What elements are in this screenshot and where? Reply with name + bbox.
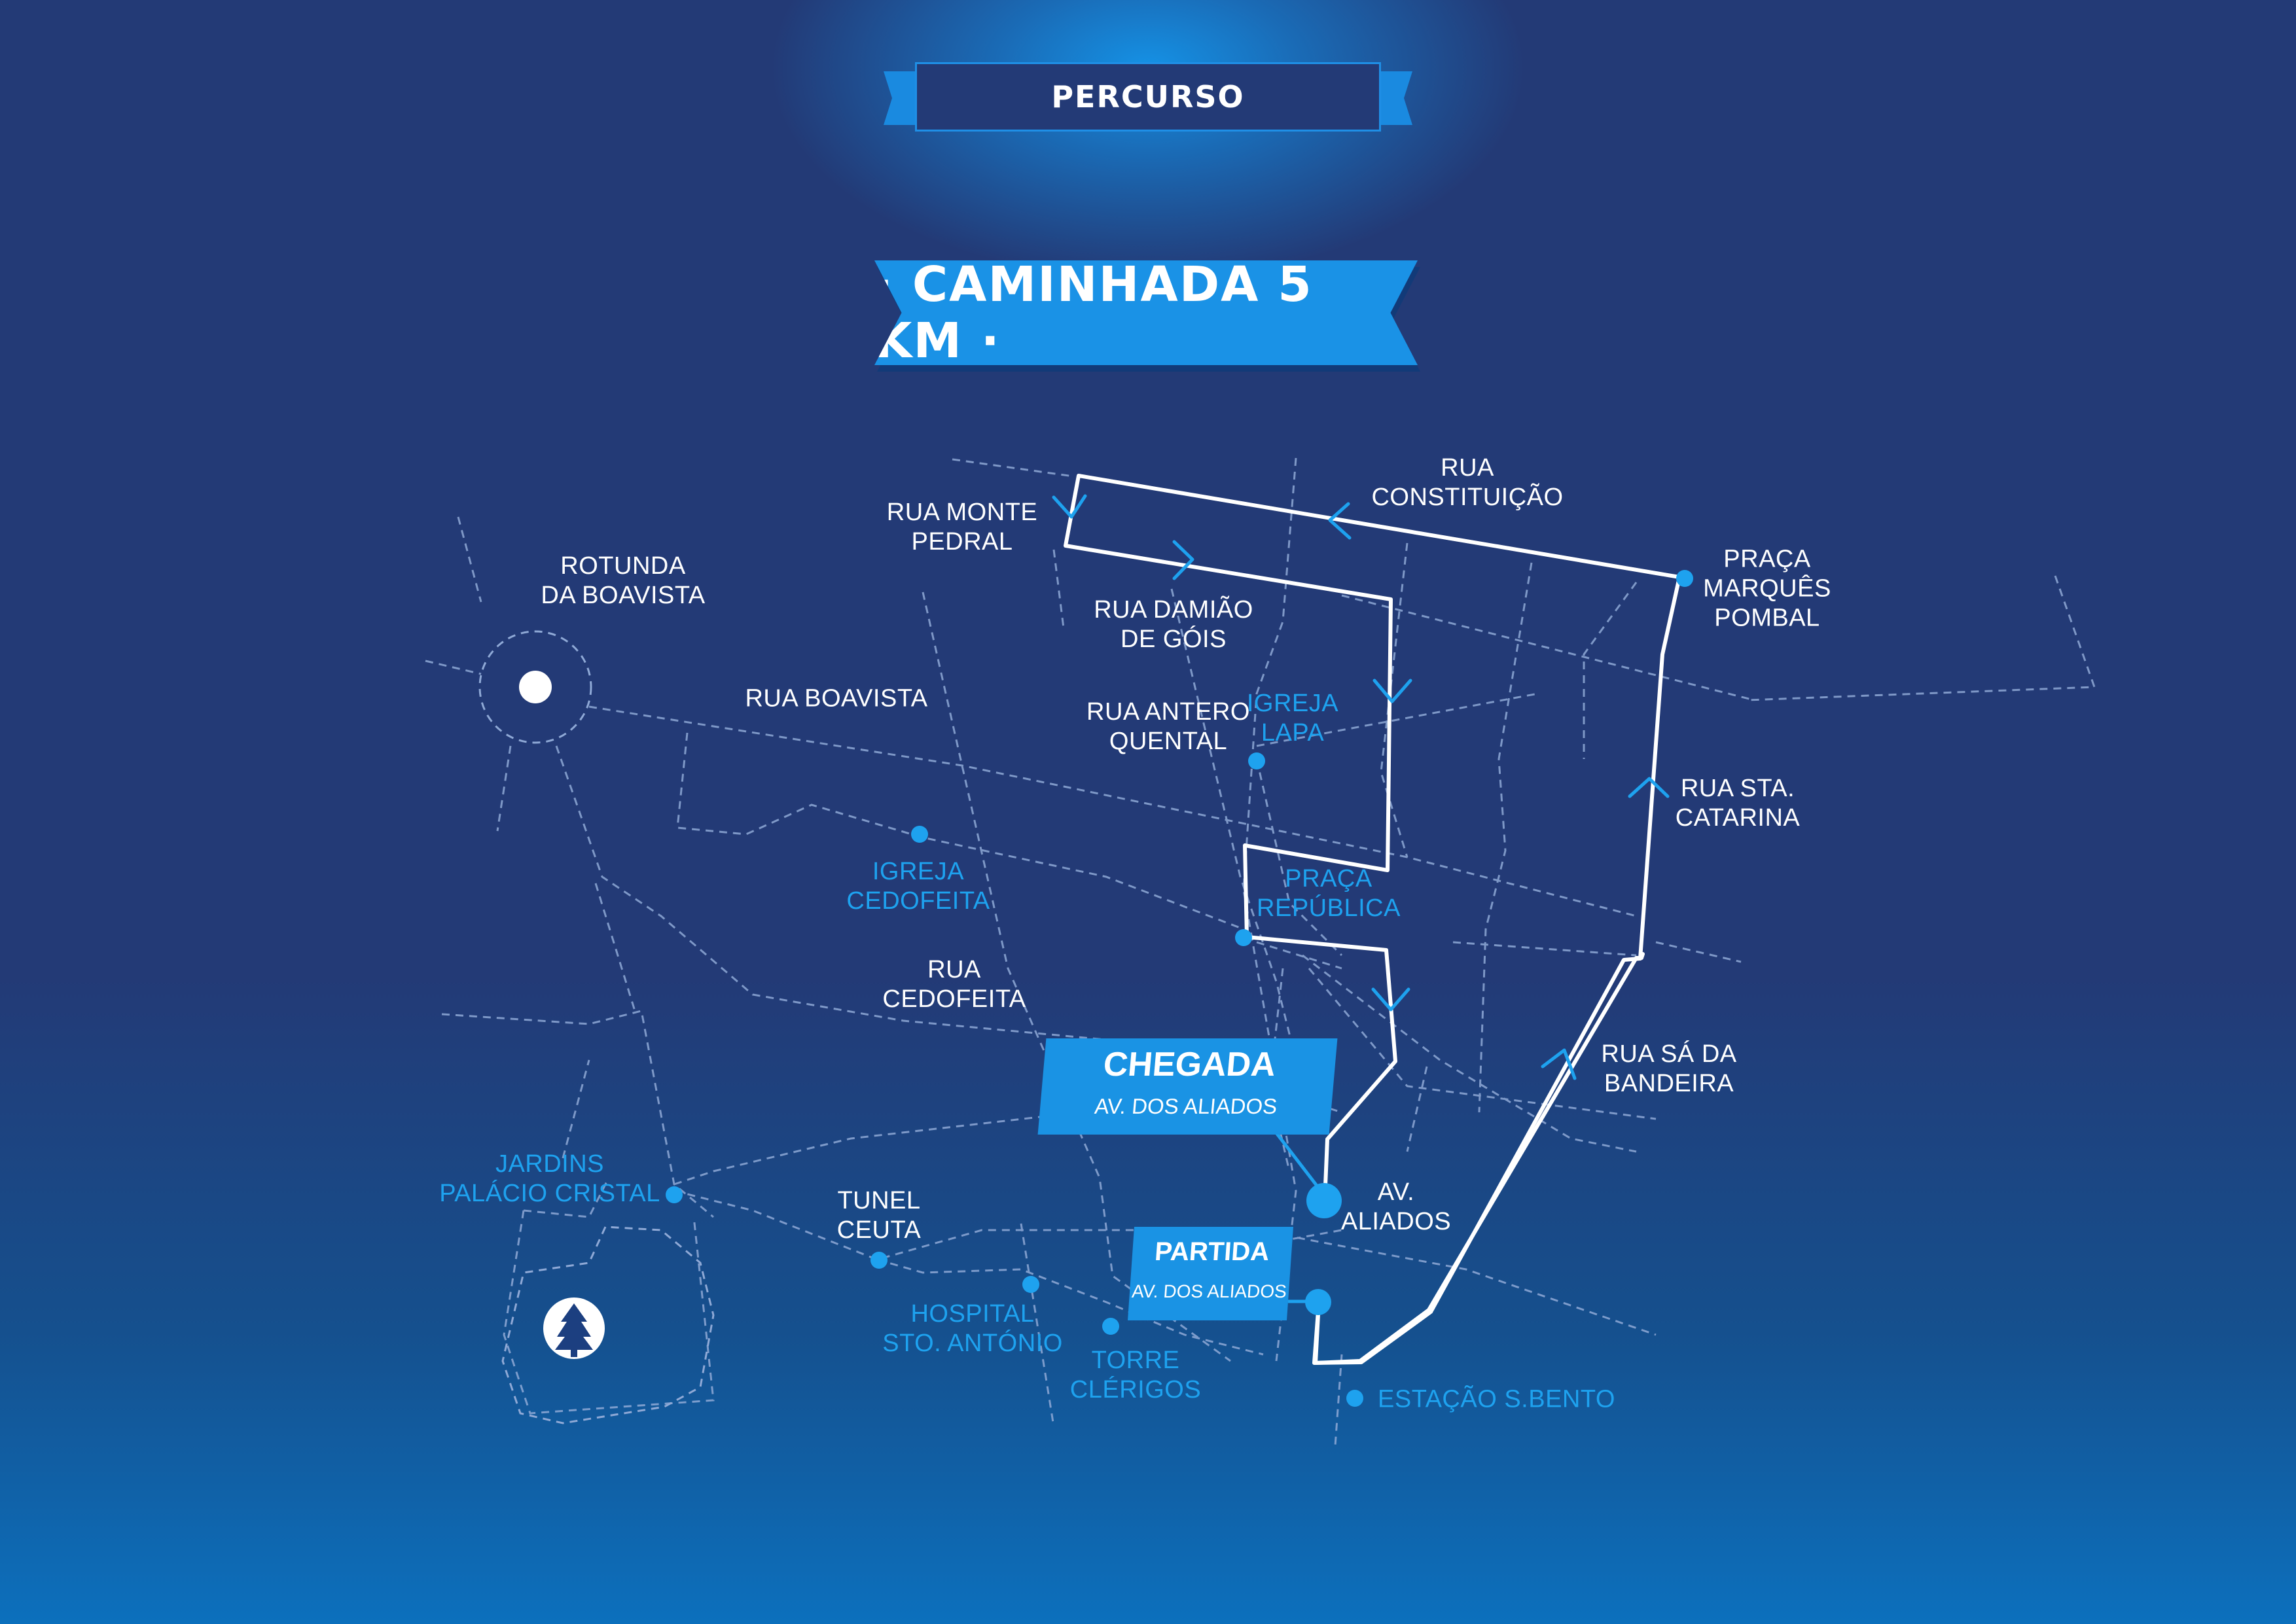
poi-marker-icon xyxy=(1022,1276,1039,1293)
poi-marker-icon xyxy=(1248,752,1265,769)
rotunda-marker-icon xyxy=(519,671,552,703)
poi-marker-icon xyxy=(1346,1390,1363,1407)
rotunda-circle xyxy=(478,630,592,744)
poi-marker-icon xyxy=(870,1252,888,1269)
finish-marker-icon xyxy=(1306,1183,1342,1218)
banner-box: PERCURSO xyxy=(915,62,1381,132)
street-line xyxy=(1747,575,2096,701)
street-line xyxy=(1052,549,1065,629)
label-torre-clerigos: TORRE CLÉRIGOS xyxy=(1069,1347,1202,1403)
street-line xyxy=(1020,1223,1055,1427)
label-rua-constituicao: RUA CONSTITUIÇÃO xyxy=(1371,454,1564,511)
label-tunel-ceuta: TUNEL CEUTA xyxy=(836,1187,922,1244)
banner-tail-left xyxy=(884,71,916,125)
street-line xyxy=(1256,941,1342,970)
street-line xyxy=(1334,1354,1343,1447)
direction-arrow-icon xyxy=(1628,777,1670,798)
direction-arrow-icon xyxy=(1328,502,1352,540)
street-line xyxy=(1170,588,1297,1061)
street-line xyxy=(1452,941,1637,957)
label-rua-monte-pedral: RUA MONTE PEDRAL xyxy=(886,499,1038,556)
street-line xyxy=(457,516,482,603)
start-label: PARTIDA xyxy=(1153,1237,1270,1266)
street-line xyxy=(503,1210,715,1415)
street-line xyxy=(1256,692,1539,747)
label-rua-antero-quental: RUA ANTERO QUENTAL xyxy=(1086,698,1250,755)
poi-markers xyxy=(666,570,1693,1407)
label-rua-sta-catarina: RUA STA. CATARINA xyxy=(1675,775,1801,832)
label-rua-boavista: RUA BOAVISTA xyxy=(745,684,928,713)
street-line xyxy=(676,732,1244,930)
banner-label: PERCURSO xyxy=(1051,79,1245,115)
banner-tail-right xyxy=(1380,71,1412,125)
poi-marker-icon xyxy=(1235,929,1252,946)
label-rotunda-boavista: ROTUNDA DA BOAVISTA xyxy=(541,552,706,609)
direction-arrow-icon xyxy=(1172,540,1194,580)
finish-label: CHEGADA xyxy=(1102,1046,1278,1084)
poi-marker-icon xyxy=(911,826,928,843)
direction-arrow-icon xyxy=(1372,679,1412,703)
direction-arrow-icon xyxy=(1541,1048,1577,1080)
tree-icon xyxy=(543,1297,605,1359)
label-rua-cedofeita: RUA CEDOFEITA xyxy=(882,956,1026,1013)
label-av-aliados: AV. ALIADOS xyxy=(1340,1178,1452,1235)
label-igreja-lapa: IGREJA LAPA xyxy=(1246,690,1339,747)
direction-arrows xyxy=(1052,494,1670,1080)
poi-marker-icon xyxy=(1102,1318,1119,1335)
street-line xyxy=(1242,457,1297,1362)
poi-marker-icon xyxy=(666,1186,683,1203)
street-line xyxy=(496,745,512,832)
street-line xyxy=(1171,1229,1342,1264)
start-marker-icon xyxy=(1305,1289,1331,1315)
label-hospital-sto-antonio: HOSPITAL STO. ANTÓNIO xyxy=(882,1300,1063,1357)
label-praca-marques-pombal: PRAÇA MARQUÊS POMBAL xyxy=(1703,545,1831,632)
street-line xyxy=(673,1098,1192,1186)
label-igreja-cedofeita: IGREJA CEDOFEITA xyxy=(846,858,990,915)
page-title: · CAMINHADA 5 KM · xyxy=(874,256,1313,369)
street-line xyxy=(1256,1229,1657,1336)
street-line xyxy=(1308,968,1657,1120)
direction-arrow-icon xyxy=(1371,987,1410,1012)
street-line xyxy=(1406,1066,1428,1152)
street-line xyxy=(1380,542,1408,858)
street-line xyxy=(1655,941,1742,963)
label-estacao-sbento: ESTAÇÃO S.BENTO xyxy=(1378,1385,1615,1413)
label-jardins-palacio-cristal: JARDINS PALÁCIO CRISTAL xyxy=(439,1150,660,1207)
street-line xyxy=(1478,562,1533,1113)
street-line xyxy=(562,1059,590,1159)
start-location: AV. DOS ALIADOS xyxy=(1131,1281,1287,1301)
street-line xyxy=(594,883,636,1012)
palacio-cristal-garden xyxy=(501,1226,715,1424)
finish-location: AV. DOS ALIADOS xyxy=(1093,1094,1278,1118)
street-line xyxy=(1255,758,1343,957)
label-rua-damiao-gois: RUA DAMIÃO DE GÓIS xyxy=(1094,596,1253,653)
street-line xyxy=(1341,594,1755,701)
street-line xyxy=(876,1258,1264,1356)
poi-marker-icon xyxy=(1676,570,1693,587)
street-line xyxy=(425,660,482,675)
street-line xyxy=(952,458,1074,478)
start-callout: PARTIDA AV. DOS ALIADOS xyxy=(1128,1227,1293,1320)
label-rua-sa-bandeira: RUA SÁ DA BANDEIRA xyxy=(1601,1040,1737,1097)
title-banner: · CAMINHADA 5 KM · xyxy=(874,260,1420,372)
street-line xyxy=(588,705,1637,917)
direction-arrow-icon xyxy=(1052,494,1087,519)
percurso-banner: PERCURSO xyxy=(884,62,1412,134)
street-line xyxy=(1302,954,1637,1153)
street-line xyxy=(441,1010,714,1218)
title-banner-body: · CAMINHADA 5 KM · xyxy=(874,260,1418,365)
street-line xyxy=(673,1190,1145,1261)
street-line xyxy=(1583,582,1638,759)
finish-callout: CHEGADA AV. DOS ALIADOS xyxy=(1037,1038,1338,1135)
label-praca-republica: PRAÇA REPÚBLICA xyxy=(1257,865,1401,922)
